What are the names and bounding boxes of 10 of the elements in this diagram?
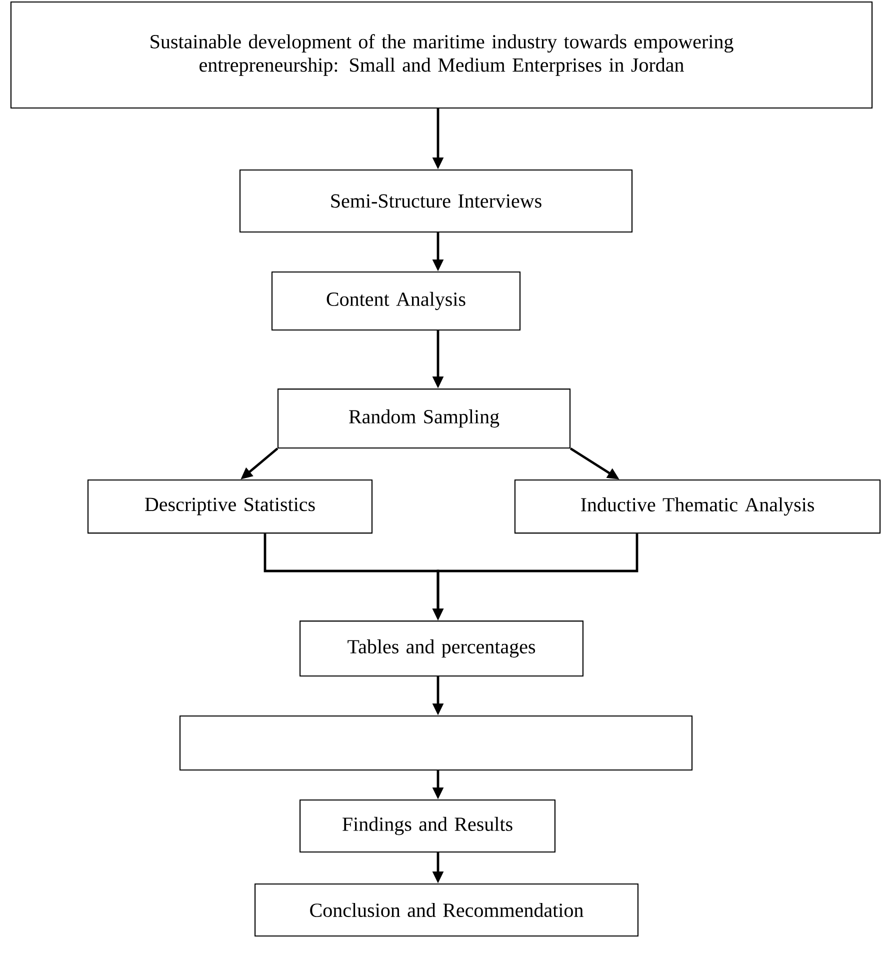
process-box: Semi-Structure Interviews xyxy=(239,169,633,233)
process-box: Tables and percentages xyxy=(300,620,584,676)
process-box: Findings and Results xyxy=(300,799,556,853)
process-box xyxy=(179,715,693,771)
process-box: Random Sampling xyxy=(277,388,571,448)
process-box: Conclusion and Recommendation xyxy=(254,883,638,937)
process-box: Inductive Thematic Analysis xyxy=(514,479,881,534)
process-box: Content Analysis xyxy=(271,271,521,331)
process-box: Descriptive Statistics xyxy=(87,479,373,534)
process-box: Sustainable development of the maritime industry towards empowering entrepreneurship: Small and Medium Enterprises in Jordan xyxy=(10,1,873,109)
